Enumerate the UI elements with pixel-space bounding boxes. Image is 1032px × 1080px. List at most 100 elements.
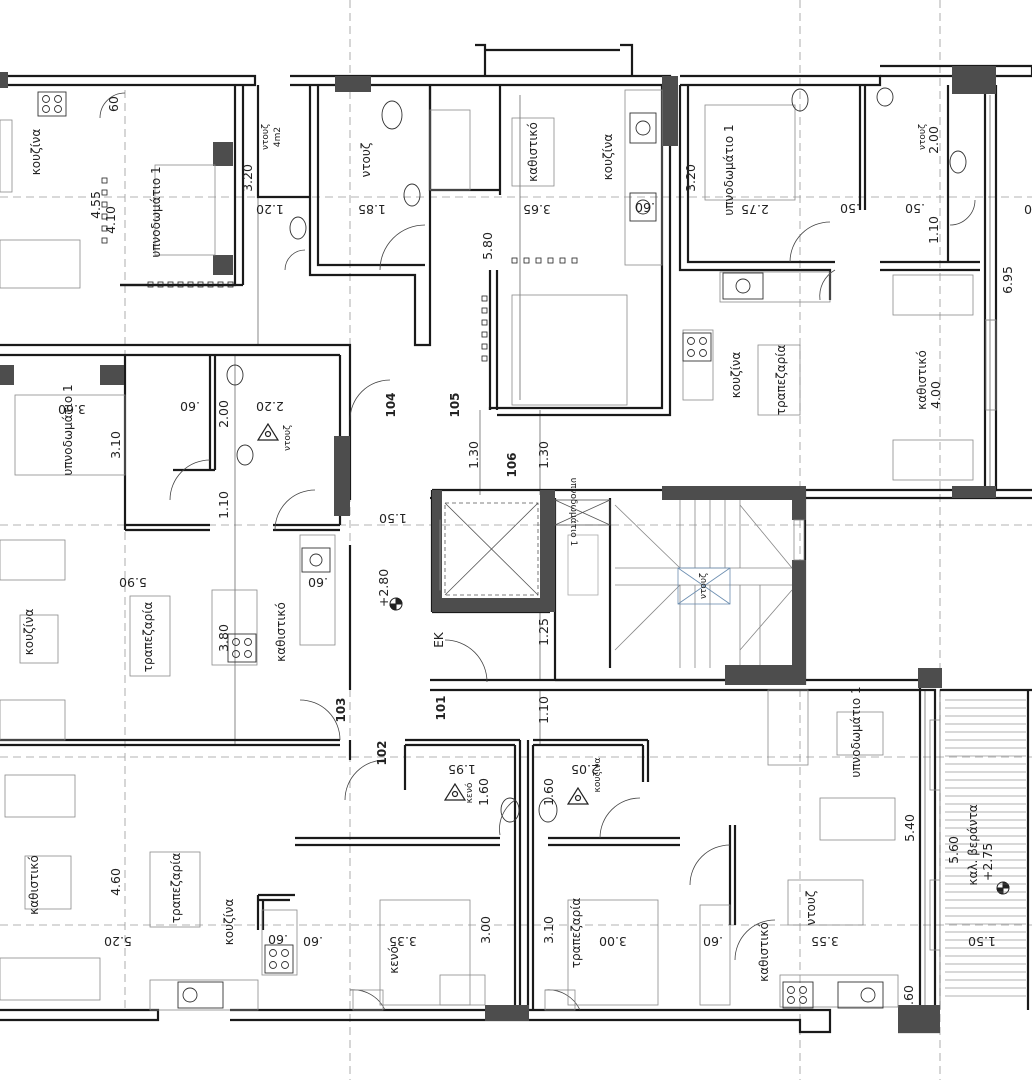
dimension-label: 1.10: [216, 491, 231, 519]
unit-numbers: 104 105 106 103 101 102: [334, 392, 519, 765]
room-label: υπνοδωμάτιο 1: [849, 686, 863, 777]
room-label: κενό: [464, 782, 475, 803]
dimension-label: 3.60: [58, 402, 86, 417]
dimension-label: 4.10: [103, 206, 118, 234]
room-label: καθιστικό: [915, 350, 929, 410]
dimension-label: 1.30: [536, 441, 551, 469]
room-label: κενό: [387, 946, 401, 974]
unit-number: 103: [334, 697, 348, 722]
dimension-label: 1.50: [379, 511, 407, 526]
dimension-label: .60: [703, 934, 723, 949]
room-label: κουζίνα: [29, 129, 43, 176]
dimension-label: 5.90: [119, 575, 147, 590]
dimension-label: 5.20: [104, 934, 132, 949]
dimension-label: .50: [840, 201, 860, 216]
room-label: τραπεζαρία: [141, 602, 155, 673]
room-label: τραπεζαρία: [169, 853, 183, 924]
level-markers: [389, 597, 1010, 895]
room-label: κουζίνα: [729, 352, 743, 399]
dimension-label: 1.60: [476, 778, 491, 806]
fixtures: [37, 87, 967, 1009]
room-label: υπνοδωμάτιο 1: [149, 166, 163, 257]
wall-fills: [0, 66, 996, 1033]
room-label: ντουζ: [804, 891, 818, 926]
room-label: υπνοδωμάτιο 1: [61, 384, 75, 475]
dimension-label: 3.20: [683, 164, 698, 192]
room-label: ντουζ: [283, 425, 293, 451]
dimension-label: 3.80: [216, 624, 231, 652]
dimension-label: .60: [901, 985, 916, 1005]
room-label: κουζίνα: [22, 609, 36, 656]
dimension-label: .60: [308, 575, 328, 590]
dimension-label: 5.80: [480, 232, 495, 260]
veranda-hatch: [945, 699, 1026, 997]
dimension-label: 1.25: [536, 618, 551, 646]
dimension-label: 3.10: [541, 916, 556, 944]
room-label: ντουζ: [261, 124, 271, 150]
dimension-label: 1.50: [968, 934, 996, 949]
room-label: κουζίνα: [601, 134, 615, 181]
room-label: 4m2: [273, 127, 283, 147]
dimension-label: 2.00: [926, 126, 941, 154]
dimension-label: +2.75: [980, 843, 995, 881]
dimension-label: 3.55: [811, 934, 839, 949]
room-label: ντουζ: [359, 143, 373, 178]
dimension-label: .60: [268, 932, 288, 947]
room-label: καθιστικό: [757, 922, 771, 982]
dimension-label: 2.20: [256, 399, 284, 414]
dimension-label: 3.00: [478, 916, 493, 944]
marker-rows: [101, 177, 578, 362]
dimension-label: 60: [106, 96, 121, 112]
dimension-label: 4.55: [88, 191, 103, 219]
dimension-label: 4.60: [108, 868, 123, 896]
dimension-label: .60: [180, 399, 200, 414]
room-label: καθιστικό: [526, 122, 540, 182]
room-label: καλ. βεράντα: [966, 804, 980, 885]
dimension-label: 1.20: [256, 202, 284, 217]
furniture: [0, 89, 997, 1011]
room-label: ΕΚ: [432, 631, 446, 648]
unit-number: 106: [505, 452, 519, 477]
room-label: ντουζ: [918, 124, 928, 150]
room-label: τραπεζαρία: [569, 898, 583, 969]
dimension-label: 3.00: [599, 934, 627, 949]
unit-number: 102: [375, 740, 389, 765]
unit-number: 105: [448, 392, 462, 417]
dimension-label: 5.40: [902, 814, 917, 842]
dimension-lines: [234, 90, 991, 1010]
dimension-label: 2.05: [571, 762, 599, 777]
door-swings: [99, 92, 976, 1011]
dimension-label: .60: [303, 934, 323, 949]
core-details: [444, 499, 793, 668]
room-label: υπνοδωμάτιο 1: [722, 124, 736, 215]
dimension-label: 1.85: [358, 202, 386, 217]
room-label: καθιστικό: [274, 602, 288, 662]
room-label: τραπεζαρία: [774, 345, 788, 416]
dimension-label: 1.60: [541, 778, 556, 806]
room-label: ντουζ: [699, 573, 709, 599]
shower-symbols: [256, 422, 590, 805]
dimension-label: 1.30: [466, 441, 481, 469]
dimension-label: 3.65: [523, 202, 551, 217]
dimension-label: +2.80: [376, 569, 391, 607]
dimension-label: 1.10: [926, 216, 941, 244]
dimension-label: 6.95: [1000, 266, 1015, 294]
dimension-label: .50: [905, 201, 925, 216]
dimension-label: 3.20: [240, 164, 255, 192]
room-label: υπνοδωμάτιο 1: [568, 478, 578, 546]
dimension-label: 3.35: [389, 934, 417, 949]
dimension-label: 2.00: [216, 400, 231, 428]
room-label: κουζίνα: [222, 899, 236, 946]
room-label: καθιστικό: [27, 855, 41, 915]
dimension-label: 4.00: [928, 381, 943, 409]
unit-number: 101: [434, 695, 448, 720]
dimension-label: .60: [635, 200, 655, 215]
dimension-label: 1.95: [448, 762, 476, 777]
dimension-label: 2.75: [741, 202, 769, 217]
dimension-label: 5.60: [946, 836, 961, 864]
dimension-label: 1.10: [536, 696, 551, 724]
dimension-label: 3.10: [108, 431, 123, 459]
unit-number: 104: [384, 392, 398, 417]
